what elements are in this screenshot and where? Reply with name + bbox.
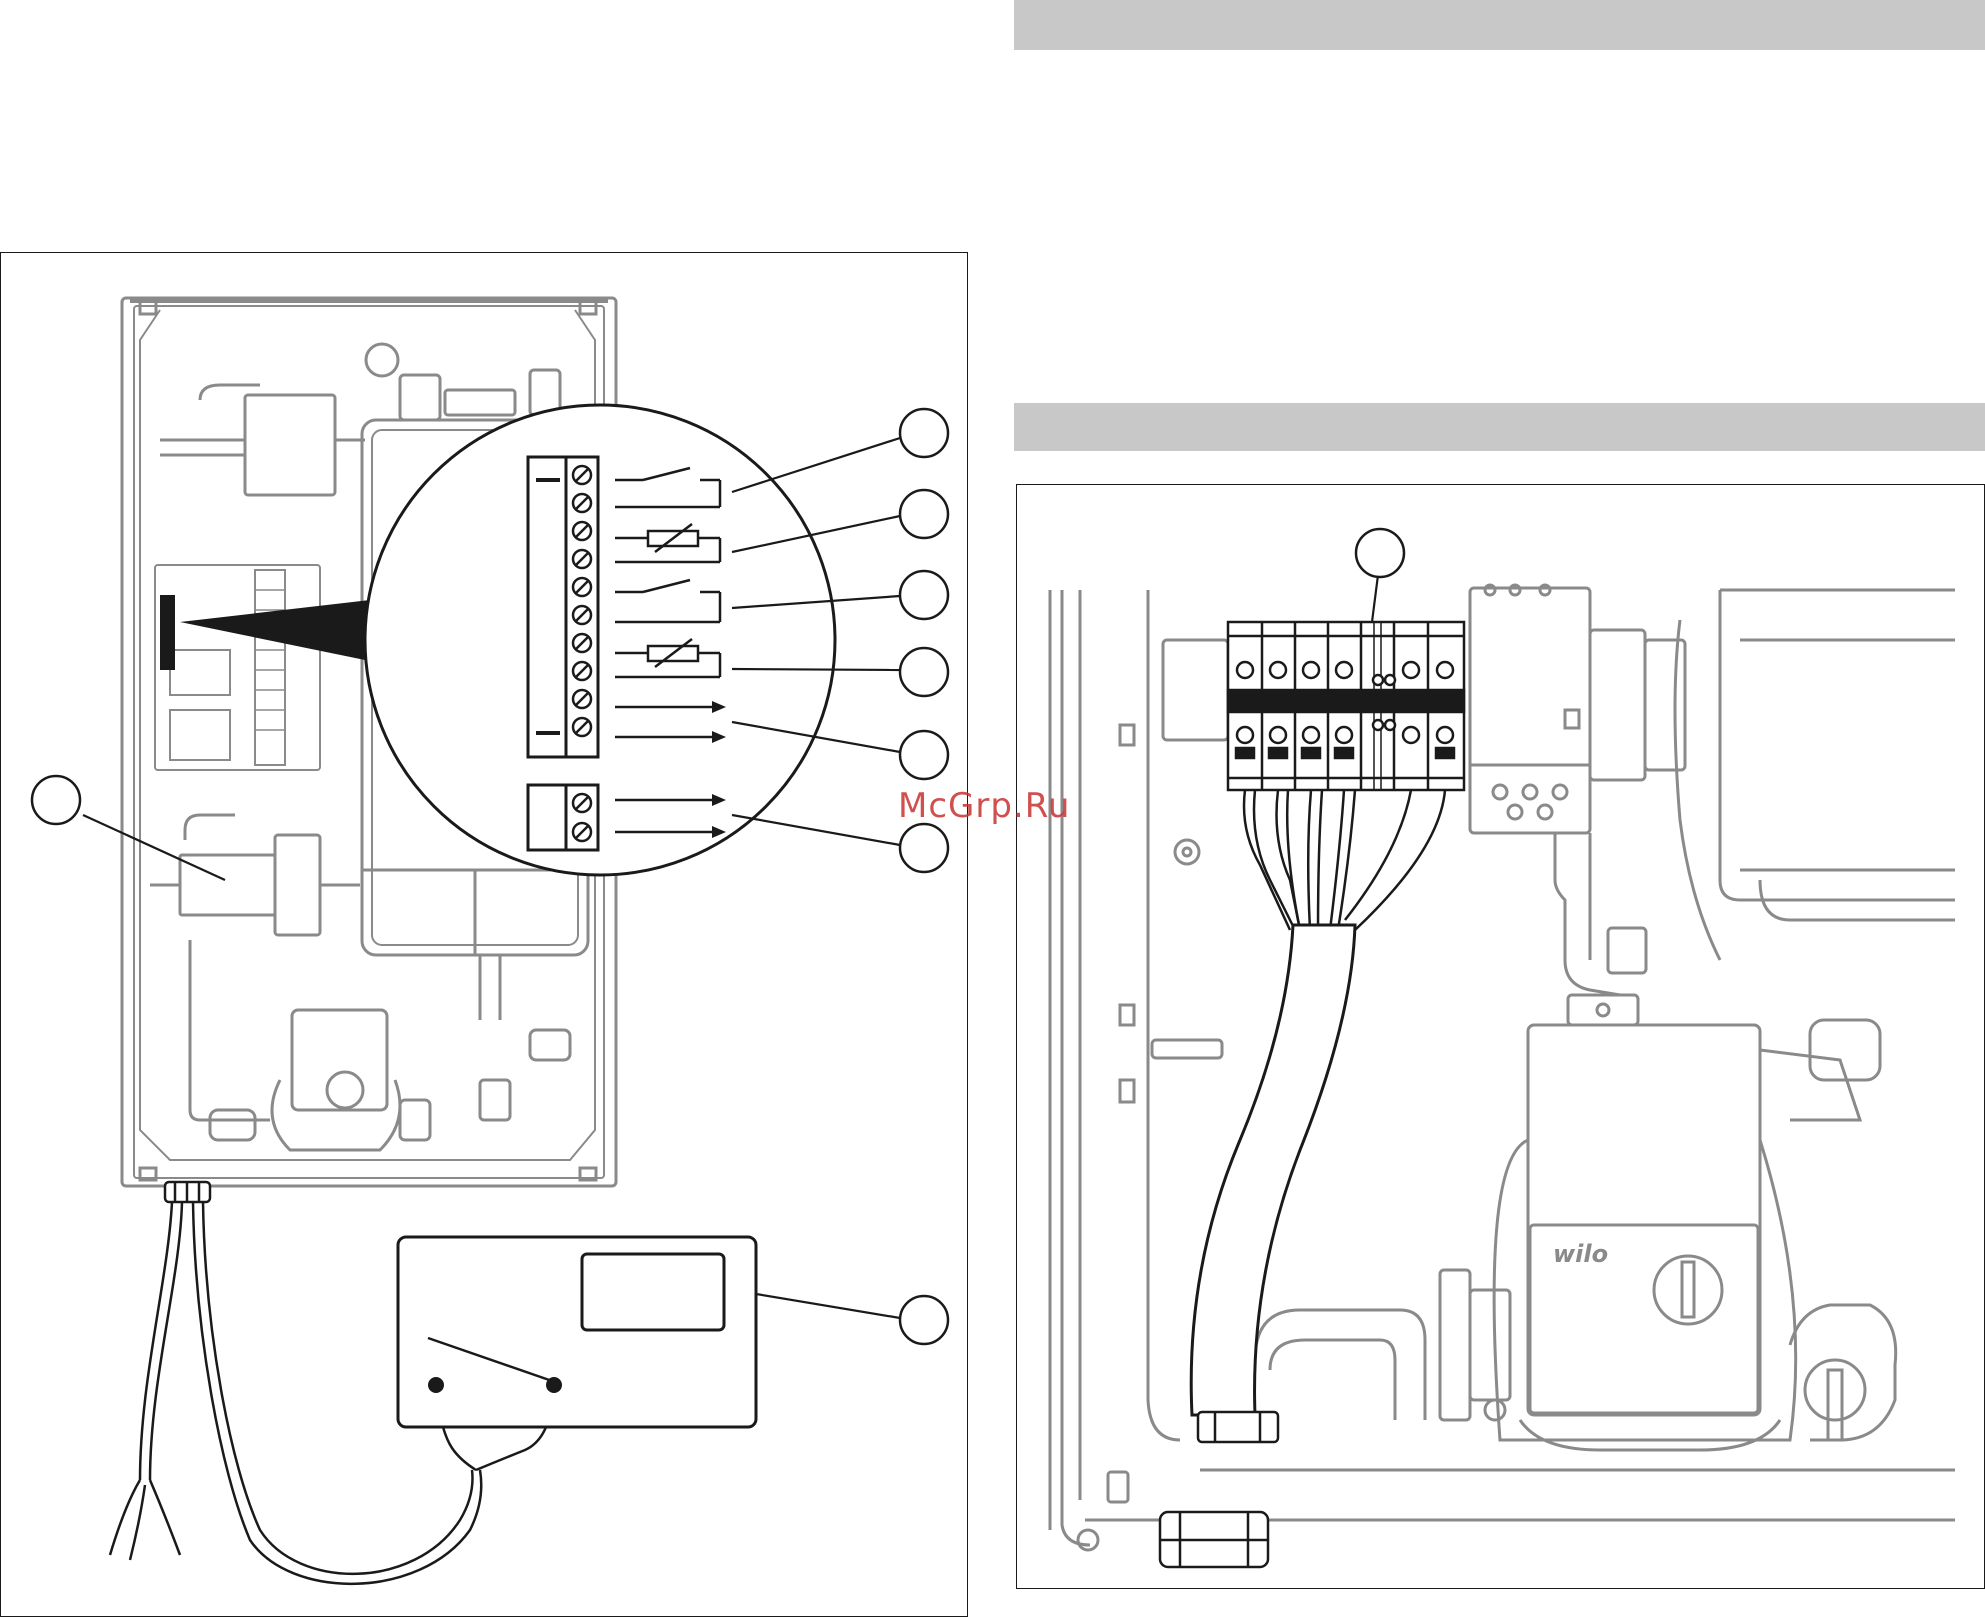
callout-leader-terminal-block: [82, 813, 226, 882]
cable-bundle: [1242, 789, 1447, 931]
cable-gland: [163, 1180, 212, 1204]
figure-right-frame: [1016, 484, 1985, 1589]
terminal-block: [1226, 620, 1466, 792]
callout-circle-right: [1354, 527, 1406, 579]
pump-brand-label: wilo: [1553, 1240, 1608, 1268]
callout-circle-2: [898, 488, 950, 540]
thermostat-contact-a: [428, 1377, 444, 1393]
cable-gland-right: [1158, 1410, 1280, 1569]
section-header-bar-2: [1014, 403, 1985, 451]
section-header-bar-1: [1014, 0, 1985, 50]
watermark: McGrp.Ru: [898, 786, 1071, 826]
terminal-screws: [571, 464, 593, 843]
callout-circle-7: [898, 1294, 950, 1346]
zoom-wedge: [180, 600, 370, 660]
callout-circle-5: [898, 729, 950, 781]
boiler-closeup-ghost: [1048, 583, 1955, 1552]
room-thermostat-display: [580, 1252, 726, 1332]
wiring-symbols: [615, 466, 722, 834]
callout-circle-3: [898, 569, 950, 621]
callout-leaders: [731, 436, 901, 1320]
magnifier-circle: [363, 403, 837, 877]
thermostat-contact-b: [546, 1377, 562, 1393]
connector-strip: [526, 455, 600, 852]
callout-leader-right: [1370, 574, 1380, 623]
callout-circle-4: [898, 646, 950, 698]
callout-circle-1: [898, 407, 950, 459]
arrow-heads: [712, 701, 726, 838]
callout-circle-6: [898, 822, 950, 874]
callout-circle-terminal-block: [30, 774, 82, 826]
room-thermostat-switch: [427, 1336, 556, 1384]
mains-cable: [108, 1201, 184, 1561]
board-connector: [160, 595, 175, 670]
